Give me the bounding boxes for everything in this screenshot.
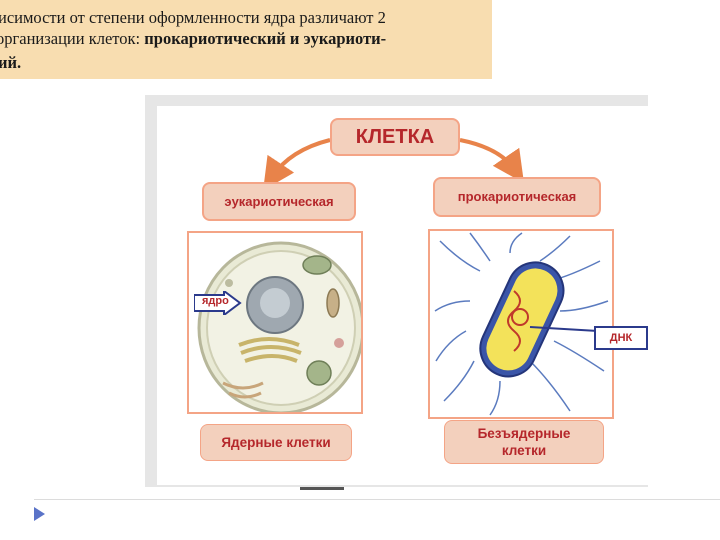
prokaryotic-label: прокариотическая (433, 177, 601, 217)
intro-line-3: ий. (0, 53, 21, 73)
eukaryotic-cell-panel (187, 231, 365, 415)
divider-line (34, 499, 720, 500)
slide-footer-mark (300, 487, 344, 490)
nuclear-cells-label: Ядерные клетки (200, 424, 352, 461)
intro-line-2: организации клеток: прокариотический и э… (0, 29, 386, 49)
arrow-to-prokaryotic (459, 138, 525, 184)
nucleus-callout: ядро (194, 291, 242, 315)
dna-callout: ДНК (594, 326, 648, 350)
intro-text-box: исимости от степени оформленности ядра р… (0, 0, 492, 79)
intro-line-2-prefix: организации клеток: (0, 29, 145, 48)
nucleus-callout-text: ядро (202, 295, 229, 307)
eukaryotic-label: эукариотическая (202, 182, 356, 221)
prokaryotic-cell-panel (428, 229, 614, 419)
arrow-to-eukaryotic (263, 138, 331, 191)
bullet-triangle-icon (34, 507, 45, 521)
eukaryotic-cell-illustration (197, 241, 365, 415)
non-nuclear-line-1: Безъядерные (477, 426, 571, 441)
prokaryotic-cell-illustration (434, 232, 609, 416)
intro-line-1: исимости от степени оформленности ядра р… (0, 8, 386, 27)
cell-title: КЛЕТКА (330, 118, 460, 156)
intro-line-2-bold: прокариотический и эукариоти- (144, 29, 387, 48)
intro-line-3-bold: ий. (0, 53, 22, 72)
nucleus-callout-arrow (194, 291, 242, 315)
non-nuclear-line-2: клетки (501, 443, 547, 458)
non-nuclear-cells-label: Безъядерные клетки (444, 420, 604, 464)
